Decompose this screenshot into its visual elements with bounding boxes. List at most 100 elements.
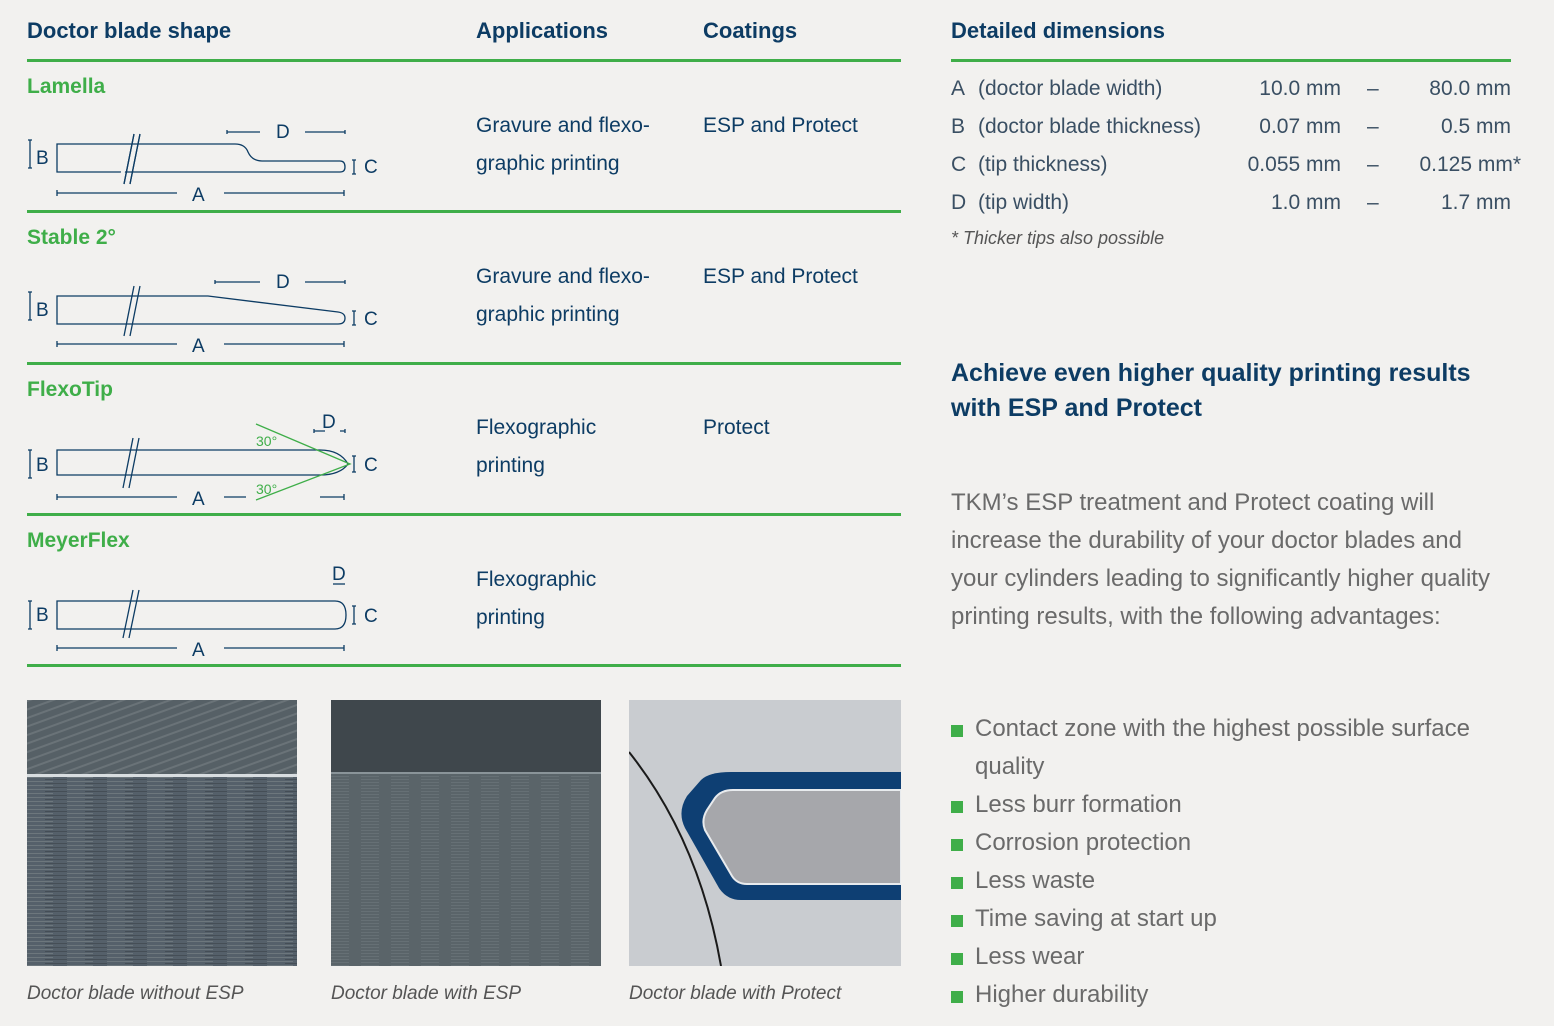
dim-max: 0.5 mm <box>1440 115 1511 138</box>
photo-blade-with-protect <box>628 700 902 967</box>
application-lamella: Gravure and flexo- graphic printing <box>476 107 650 183</box>
caption-with-protect: Doctor blade with Protect <box>629 983 842 1004</box>
shape-name-flexotip: FlexoTip <box>27 378 113 401</box>
shape-name-stable: Stable 2° <box>27 226 116 249</box>
dim-desc: (tip thickness) <box>978 153 1108 176</box>
advantage-text: Less waste <box>975 867 1096 894</box>
dimension-row-a: A (doctor blade width) 10.0 mm – 80.0 mm <box>951 70 1531 108</box>
heading-line: with ESP and Protect <box>951 394 1202 422</box>
list-item: Less wear <box>951 938 1541 976</box>
dim-min: 0.055 mm <box>1247 153 1341 176</box>
label-a: A <box>192 489 205 508</box>
label-d: D <box>276 122 290 143</box>
advantage-text: Contact zone with the highest possible s… <box>975 715 1470 780</box>
dimension-row-c: C (tip thickness) 0.055 mm – 0.125 mm* <box>951 146 1531 184</box>
dim-letter: C <box>951 153 967 176</box>
dim-letter: B <box>951 115 966 138</box>
shape-name-lamella: Lamella <box>27 75 106 98</box>
shape-name-meyerflex: MeyerFlex <box>27 529 130 552</box>
application-line: printing <box>476 606 545 629</box>
dim-min: 10.0 mm <box>1259 77 1341 100</box>
bullet-square-icon <box>951 915 963 927</box>
coating-stable: ESP and Protect <box>703 265 858 288</box>
header-coatings: Coatings <box>703 18 798 43</box>
label-d: D <box>322 412 336 433</box>
label-a: A <box>192 640 205 660</box>
meyerflex-diagram: B D A C <box>20 560 400 660</box>
angle-label-bottom: 30° <box>256 481 277 497</box>
application-line: graphic printing <box>476 152 620 175</box>
application-stable: Gravure and flexo- graphic printing <box>476 258 650 334</box>
dim-dash: – <box>1367 77 1379 100</box>
advantage-text: Higher durability <box>975 981 1149 1008</box>
bullet-square-icon <box>951 839 963 851</box>
list-item: Less waste <box>951 862 1541 900</box>
dimension-row-d: D (tip width) 1.0 mm – 1.7 mm <box>951 184 1531 222</box>
footnote: * Thicker tips also possible <box>951 228 1165 248</box>
label-b: B <box>36 148 49 169</box>
list-item: Corrosion protection <box>951 824 1541 862</box>
dimension-row-b: B (doctor blade thickness) 0.07 mm – 0.5… <box>951 108 1531 146</box>
label-a: A <box>192 336 205 357</box>
heading-line: Achieve even higher quality printing res… <box>951 359 1471 387</box>
application-line: graphic printing <box>476 303 620 326</box>
header-doctor-blade-shape: Doctor blade shape <box>27 18 232 43</box>
coating-flexotip: Protect <box>703 416 770 439</box>
lamella-diagram: B D A C <box>20 112 400 212</box>
dim-desc: (doctor blade width) <box>978 77 1163 100</box>
dim-dash: – <box>1367 115 1379 138</box>
dim-dash: – <box>1367 153 1379 176</box>
list-item: Contact zone with the highest possible s… <box>951 710 1541 786</box>
angle-label-top: 30° <box>256 433 277 449</box>
label-c: C <box>364 606 378 627</box>
dim-dash: – <box>1367 191 1379 214</box>
bullet-square-icon <box>951 991 963 1003</box>
dim-max: 80.0 mm <box>1429 77 1511 100</box>
application-line: printing <box>476 454 545 477</box>
dim-desc: (doctor blade thickness) <box>978 115 1201 138</box>
row-divider <box>27 362 901 365</box>
application-line: Gravure and flexo- <box>476 265 650 288</box>
row-divider <box>27 664 901 667</box>
advantage-text: Less burr formation <box>975 791 1182 818</box>
list-item: Time saving at start up <box>951 900 1541 938</box>
application-line: Gravure and flexo- <box>476 114 650 137</box>
application-line: Flexographic <box>476 416 597 439</box>
label-b: B <box>36 300 49 321</box>
dim-letter: A <box>951 77 966 100</box>
label-a: A <box>192 185 205 206</box>
dim-max: 0.125 mm* <box>1419 153 1521 176</box>
advantage-text: Less wear <box>975 943 1085 970</box>
section-heading: Achieve even higher quality printing res… <box>951 356 1531 426</box>
dim-min: 0.07 mm <box>1259 115 1341 138</box>
header-divider <box>27 59 901 62</box>
bullet-square-icon <box>951 801 963 813</box>
advantage-text: Time saving at start up <box>975 905 1217 932</box>
label-c: C <box>364 157 378 178</box>
coating-lamella: ESP and Protect <box>703 114 858 137</box>
dim-desc: (tip width) <box>978 191 1070 214</box>
bullet-square-icon <box>951 953 963 965</box>
bullet-square-icon <box>951 725 963 737</box>
advantage-text: Corrosion protection <box>975 829 1192 856</box>
header-detailed-dimensions: Detailed dimensions <box>951 18 1165 43</box>
row-divider <box>27 513 901 516</box>
header-applications: Applications <box>476 18 609 43</box>
photo-blade-without-esp <box>27 700 297 966</box>
flexotip-diagram: B D A C 30° 30° <box>20 408 400 508</box>
caption-with-esp: Doctor blade with ESP <box>331 983 522 1004</box>
label-c: C <box>364 309 378 330</box>
label-b: B <box>36 605 49 626</box>
dim-max: 1.7 mm <box>1440 191 1511 214</box>
label-c: C <box>364 455 378 476</box>
label-b: B <box>36 455 49 476</box>
bullet-square-icon <box>951 877 963 889</box>
intro-paragraph: TKM’s ESP treatment and Protect coating … <box>951 489 1490 630</box>
application-line: Flexographic <box>476 568 597 591</box>
stable-diagram: B D A C <box>20 264 400 364</box>
photo-blade-with-esp <box>331 700 601 966</box>
application-flexotip: Flexographic printing <box>476 409 596 485</box>
row-divider <box>27 210 901 213</box>
dim-min: 1.0 mm <box>1270 191 1341 214</box>
application-meyerflex: Flexographic printing <box>476 561 596 637</box>
